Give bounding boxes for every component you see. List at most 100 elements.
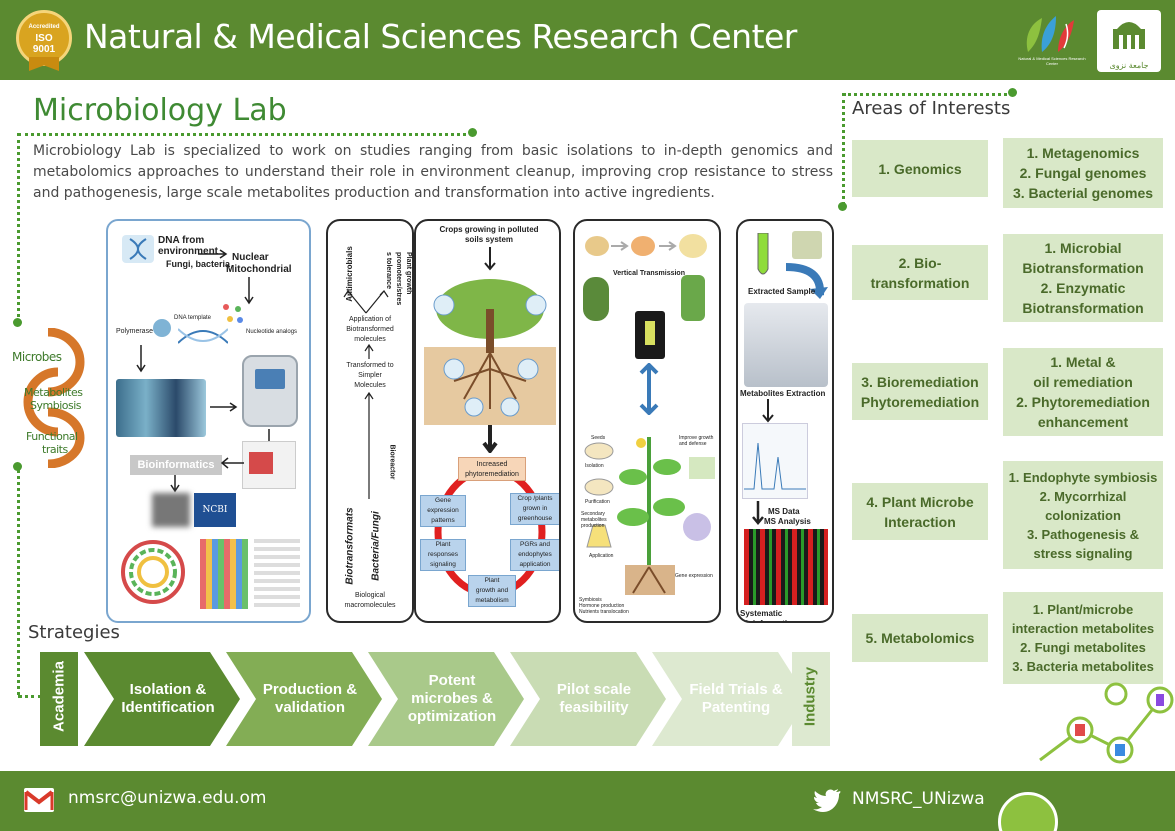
header-bar: Accredited ISO 9001 Natural & Medical Sc…: [0, 0, 1175, 80]
nuclear-label: Nuclear: [232, 252, 269, 263]
mitochondrial-label: Mitochondrial: [226, 264, 292, 275]
strategy-chevron: [368, 652, 524, 746]
sample-image: [792, 231, 822, 259]
microbes-cycle-graphic: [23, 328, 85, 468]
cycle-label-functional: Functional: [26, 430, 78, 443]
legend-image: [254, 539, 300, 609]
contact-email[interactable]: nmsrc@unizwa.edu.om: [68, 788, 267, 808]
ncbi-logo: NCBI: [194, 493, 236, 527]
polymerase-label: Polymerase: [116, 328, 153, 335]
strategy-chevrons: [40, 652, 830, 746]
ncbi-label: NCBI: [202, 505, 228, 515]
plant-microbe-panel: Vertical Transmission Seeds Isolation Pu…: [573, 219, 721, 623]
curved-arrow-graphic: [785, 263, 828, 299]
arrow-graphic: [343, 290, 389, 314]
ms-heatmap-image: [744, 529, 828, 605]
biotransformation-panel: Antimicrobials Plant growth promoters/st…: [326, 219, 414, 623]
arrow-graphic: [220, 457, 244, 469]
tree-roots-illustration: [424, 279, 556, 425]
page-title: Natural & Medical Sciences Research Cent…: [84, 17, 797, 56]
dot-marker: [13, 462, 22, 471]
industry-label: Industry: [801, 666, 819, 727]
badge-ribbon-icon: [29, 57, 59, 71]
area-label-plant-microbe: 4. Plant Microbe Interaction: [852, 483, 988, 540]
cycle-label-microbes: Microbes: [12, 350, 62, 364]
strategy-chevron: [652, 652, 808, 746]
areas-title: Areas of Interests: [852, 98, 1011, 119]
arrow-graphic: [364, 391, 374, 499]
dotted-line: [843, 93, 1013, 96]
pgrs-label: PGRs and endophytes application: [510, 539, 559, 571]
lcms-instrument-image: [744, 303, 828, 387]
strategy-chevron: [84, 652, 240, 746]
genomics-panel: DNA from environment Fungi, bacteria Nuc…: [106, 219, 311, 623]
strategy-step-label: Field Trials & Patenting: [689, 681, 783, 716]
area-detail-text: 1. Plant/microbe interaction metabolites…: [1011, 602, 1155, 674]
arrow-graphic: [198, 249, 228, 259]
nucleotide-analogs-label: Nucleotide analogs: [246, 329, 298, 335]
nmsrc-logo: Natural & Medical Sciences Research Cent…: [1018, 12, 1086, 72]
area-label-bioremediation: 3. Bioremediation Phytoremediation: [852, 363, 988, 420]
badge-top-text: Accredited: [28, 23, 60, 30]
dna-template-icon: [178, 328, 228, 344]
area-detail-bioremediation: 1. Metal & oil remediation 2. Phytoremed…: [1003, 348, 1163, 436]
systematic-bioinformatics-label: Systematic Bioinformatics: [740, 609, 796, 621]
arrow-graphic: [210, 402, 238, 412]
area-detail-metabolomics: 1. Plant/microbe interaction metabolites…: [1003, 592, 1163, 684]
email-icon: [24, 788, 54, 812]
double-arrow-graphic: [639, 363, 659, 415]
dna-template-label: DNA template: [174, 315, 212, 321]
sequencer-machine-icon: [242, 355, 298, 427]
arrow-graphic: [762, 399, 774, 423]
blurred-image: [152, 493, 190, 527]
arrow-graphic: [364, 343, 374, 359]
phytoremediation-panel: Crops growing in polluted soils system I…: [414, 219, 561, 623]
strategy-step-label: Pilot scale feasibility: [556, 681, 632, 716]
dot-marker: [13, 318, 22, 327]
metabolites-extraction-label: Metabolites Extraction: [740, 389, 826, 398]
transformed-label: Transformed to Simpler Molecules: [346, 362, 394, 389]
extracted-sample-label: Extracted Sample: [748, 287, 816, 296]
dot-marker: [1008, 88, 1017, 97]
circular-genome-plot-icon: [121, 540, 185, 604]
badge-mid-text: ISO: [35, 32, 53, 44]
arrow-graphic: [484, 247, 496, 271]
strategy-chevron: [510, 652, 666, 746]
plant-interaction-illustration: [584, 437, 715, 595]
badge-num-text: 9001: [32, 43, 56, 55]
lab-equipment-decoration: [1039, 682, 1174, 764]
increased-phyto-label: Increased phytoremediation: [458, 457, 526, 481]
cycle-label-metabolites: Metabolites: [24, 386, 83, 399]
improve-growth-label: Improve growth and defense: [679, 435, 714, 447]
gene-expression-plant-label: Gene expression: [675, 573, 713, 579]
area-detail-genomics: 1. Metagenomics 2. Fungal genomes 3. Bac…: [1003, 138, 1163, 208]
bacteria-fungi-label: Bacteria/Fungi: [370, 511, 382, 581]
iso-badge: Accredited ISO 9001: [16, 10, 72, 71]
purification-label: Purification: [585, 499, 610, 505]
seeds-label: Seeds: [591, 435, 606, 441]
ms-analysis-label: MS Analysis: [764, 517, 811, 526]
arrow-graphic: [170, 475, 180, 493]
arrow-graphic: [752, 501, 764, 525]
crop-plants-label: Crop /plants grown in greenhouse: [510, 493, 559, 525]
academia-block: [40, 652, 78, 746]
area-detail-plant-microbe: 1. Endophyte symbiosis 2. Mycorrhizal co…: [1003, 461, 1163, 569]
strategy-chevron: [226, 652, 382, 746]
nmsrc-logo-text: Natural & Medical Sciences Research Cent…: [1018, 56, 1086, 66]
area-detail-text: 1. Metagenomics 2. Fungal genomes 3. Bac…: [1012, 145, 1154, 201]
area-label-text: 3. Bioremediation Phytoremediation: [860, 373, 980, 410]
isolation-label: Isolation: [585, 463, 604, 469]
strategies-title: Strategies: [28, 622, 120, 643]
dotted-line: [17, 470, 20, 695]
biotransformats-label: Biotransformats: [344, 507, 356, 585]
vertical-transmission-label: Vertical Transmission: [613, 270, 685, 277]
area-label-genomics: 1. Genomics: [852, 140, 988, 197]
twitter-handle[interactable]: NMSRC_UNizwa: [852, 789, 985, 809]
dna-illustration: [122, 235, 154, 263]
polymerase-structure-icon: [153, 319, 171, 337]
crops-label: Crops growing in polluted soils system: [439, 225, 539, 244]
footer-bar: nmsrc@unizwa.edu.om NMSRC_UNizwa: [0, 771, 1175, 831]
dot-marker: [838, 202, 847, 211]
application-label: Application of Biotransformed molecules: [346, 316, 394, 343]
symbiosis-label: Symbiosis Hormone production Nutrients t…: [579, 597, 629, 615]
